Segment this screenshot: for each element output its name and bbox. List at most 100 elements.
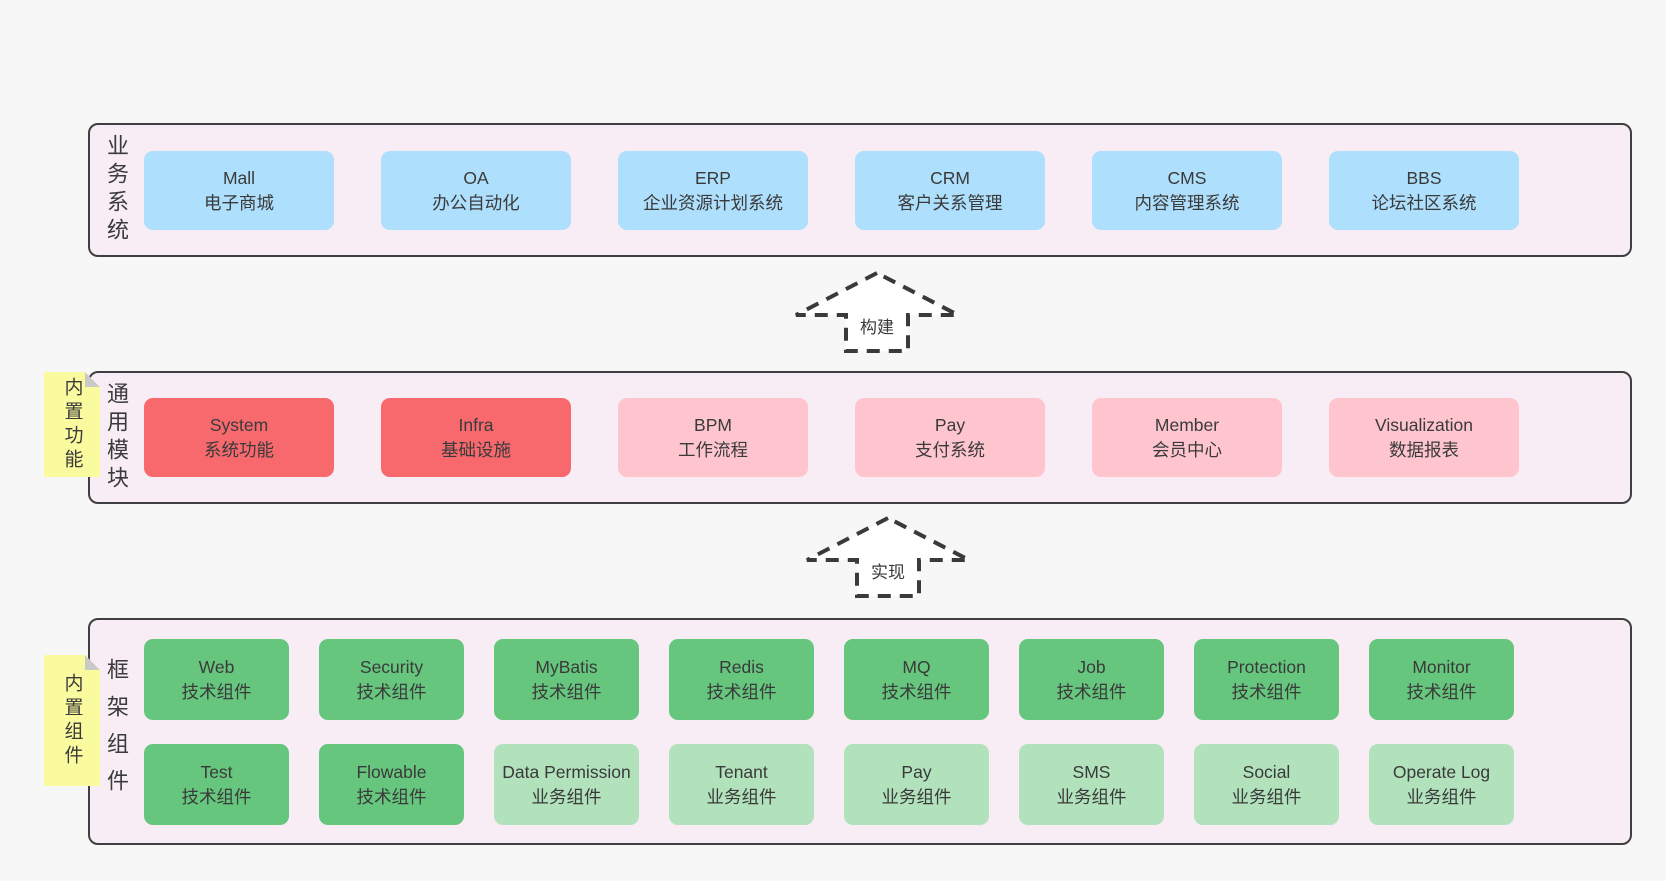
box-title: Data Permission xyxy=(502,762,631,783)
modules-box-row: System 系统功能 Infra 基础设施 BPM 工作流程 Pay 支付系统… xyxy=(144,398,1519,477)
box-system: System 系统功能 xyxy=(144,398,334,477)
box-mybatis: MyBatis 技术组件 xyxy=(494,639,639,720)
box-title: Job xyxy=(1077,657,1106,678)
box-title: Flowable xyxy=(356,762,427,783)
layer-label-modules: 通用模块 xyxy=(104,381,129,494)
box-title: BBS xyxy=(1406,168,1442,189)
box-title: Visualization xyxy=(1375,415,1473,436)
box-subtitle: 技术组件 xyxy=(531,681,602,702)
box-subtitle: 电子商城 xyxy=(204,192,274,213)
box-tenant: Tenant 业务组件 xyxy=(669,744,814,825)
box-subtitle: 会员中心 xyxy=(1152,439,1222,460)
box-subtitle: 技术组件 xyxy=(881,681,952,702)
box-title: CRM xyxy=(930,168,970,189)
box-title: Protection xyxy=(1227,657,1306,678)
box-title: Web xyxy=(198,657,235,678)
box-title: Pay xyxy=(901,762,932,783)
sticky-note-text: 内置组件 xyxy=(61,672,83,769)
box-subtitle: 工作流程 xyxy=(678,439,748,460)
box-title: Monitor xyxy=(1412,657,1471,678)
box-erp: ERP 企业资源计划系统 xyxy=(618,151,808,230)
box-title: Infra xyxy=(458,415,494,436)
layer-framework-components: 框架组件 Web 技术组件 Security 技术组件 MyBatis 技术组件… xyxy=(88,618,1632,845)
box-data-permission: Data Permission 业务组件 xyxy=(494,744,639,825)
box-subtitle: 技术组件 xyxy=(706,681,777,702)
box-subtitle: 技术组件 xyxy=(1231,681,1302,702)
layer-common-modules: 通用模块 System 系统功能 Infra 基础设施 BPM 工作流程 Pay… xyxy=(88,371,1632,504)
box-flowable: Flowable 技术组件 xyxy=(319,744,464,825)
sticky-note-builtin-features: 内置功能 xyxy=(44,372,100,477)
box-title: Operate Log xyxy=(1392,762,1491,783)
box-job: Job 技术组件 xyxy=(1019,639,1164,720)
box-title: Social xyxy=(1242,762,1291,783)
box-protection: Protection 技术组件 xyxy=(1194,639,1339,720)
arrow-up-icon xyxy=(795,270,959,353)
box-subtitle: 技术组件 xyxy=(181,681,252,702)
implement-arrow: 实现 xyxy=(800,511,976,601)
box-subtitle: 办公自动化 xyxy=(432,192,520,213)
sticky-note-builtin-components: 内置组件 xyxy=(44,655,100,786)
box-title: Security xyxy=(359,657,424,678)
implement-arrow-label: 实现 xyxy=(867,558,909,583)
box-subtitle: 业务组件 xyxy=(531,786,602,807)
box-subtitle: 基础设施 xyxy=(441,439,511,460)
layer-label-components: 框架组件 xyxy=(104,657,129,806)
box-cms: CMS 内容管理系统 xyxy=(1092,151,1282,230)
box-operate-log: Operate Log 业务组件 xyxy=(1369,744,1514,825)
box-test: Test 技术组件 xyxy=(144,744,289,825)
box-title: System xyxy=(209,415,269,436)
box-title: MyBatis xyxy=(535,657,598,678)
box-pay-module: Pay 支付系统 xyxy=(855,398,1045,477)
box-subtitle: 技术组件 xyxy=(181,786,252,807)
box-security: Security 技术组件 xyxy=(319,639,464,720)
box-title: Redis xyxy=(719,657,764,678)
box-title: Member xyxy=(1154,415,1220,436)
arrow-up-icon xyxy=(806,515,970,598)
box-subtitle: 业务组件 xyxy=(881,786,952,807)
box-title: Pay xyxy=(934,415,966,436)
business-box-row: Mall 电子商城 OA 办公自动化 ERP 企业资源计划系统 CRM 客户关系… xyxy=(144,151,1519,230)
box-visualization: Visualization 数据报表 xyxy=(1329,398,1519,477)
box-subtitle: 业务组件 xyxy=(1056,786,1127,807)
box-sms: SMS 业务组件 xyxy=(1019,744,1164,825)
build-arrow-label: 构建 xyxy=(856,313,898,338)
box-subtitle: 技术组件 xyxy=(1406,681,1477,702)
box-oa: OA 办公自动化 xyxy=(381,151,571,230)
box-subtitle: 客户关系管理 xyxy=(897,192,1003,213)
box-title: CMS xyxy=(1167,168,1207,189)
layer-business-systems: 业务系统 Mall 电子商城 OA 办公自动化 ERP 企业资源计划系统 CRM… xyxy=(88,123,1632,257)
box-title: ERP xyxy=(695,168,731,189)
box-title: Mall xyxy=(222,168,256,189)
box-bpm: BPM 工作流程 xyxy=(618,398,808,477)
box-pay-biz: Pay 业务组件 xyxy=(844,744,989,825)
business-components-row: Test 技术组件 Flowable 技术组件 Data Permission … xyxy=(144,744,1514,825)
box-subtitle: 技术组件 xyxy=(1056,681,1127,702)
box-title: MQ xyxy=(902,657,931,678)
box-subtitle: 业务组件 xyxy=(1231,786,1302,807)
box-title: SMS xyxy=(1072,762,1111,783)
box-subtitle: 数据报表 xyxy=(1389,439,1459,460)
box-subtitle: 业务组件 xyxy=(1406,786,1477,807)
box-subtitle: 论坛社区系统 xyxy=(1371,192,1477,213)
box-redis: Redis 技术组件 xyxy=(669,639,814,720)
build-arrow: 构建 xyxy=(789,266,965,356)
box-bbs: BBS 论坛社区系统 xyxy=(1329,151,1519,230)
sticky-note-text: 内置功能 xyxy=(61,376,83,473)
box-social: Social 业务组件 xyxy=(1194,744,1339,825)
box-mq: MQ 技术组件 xyxy=(844,639,989,720)
layer-label-business: 业务系统 xyxy=(104,134,129,246)
box-crm: CRM 客户关系管理 xyxy=(855,151,1045,230)
box-monitor: Monitor 技术组件 xyxy=(1369,639,1514,720)
box-subtitle: 内容管理系统 xyxy=(1134,192,1240,213)
box-subtitle: 业务组件 xyxy=(706,786,777,807)
box-title: Test xyxy=(200,762,233,783)
box-infra: Infra 基础设施 xyxy=(381,398,571,477)
box-title: BPM xyxy=(694,415,732,436)
box-subtitle: 企业资源计划系统 xyxy=(643,192,783,213)
box-subtitle: 支付系统 xyxy=(915,439,985,460)
box-mall: Mall 电子商城 xyxy=(144,151,334,230)
box-subtitle: 技术组件 xyxy=(356,786,427,807)
box-subtitle: 系统功能 xyxy=(204,439,274,460)
tech-components-row: Web 技术组件 Security 技术组件 MyBatis 技术组件 Redi… xyxy=(144,639,1514,720)
